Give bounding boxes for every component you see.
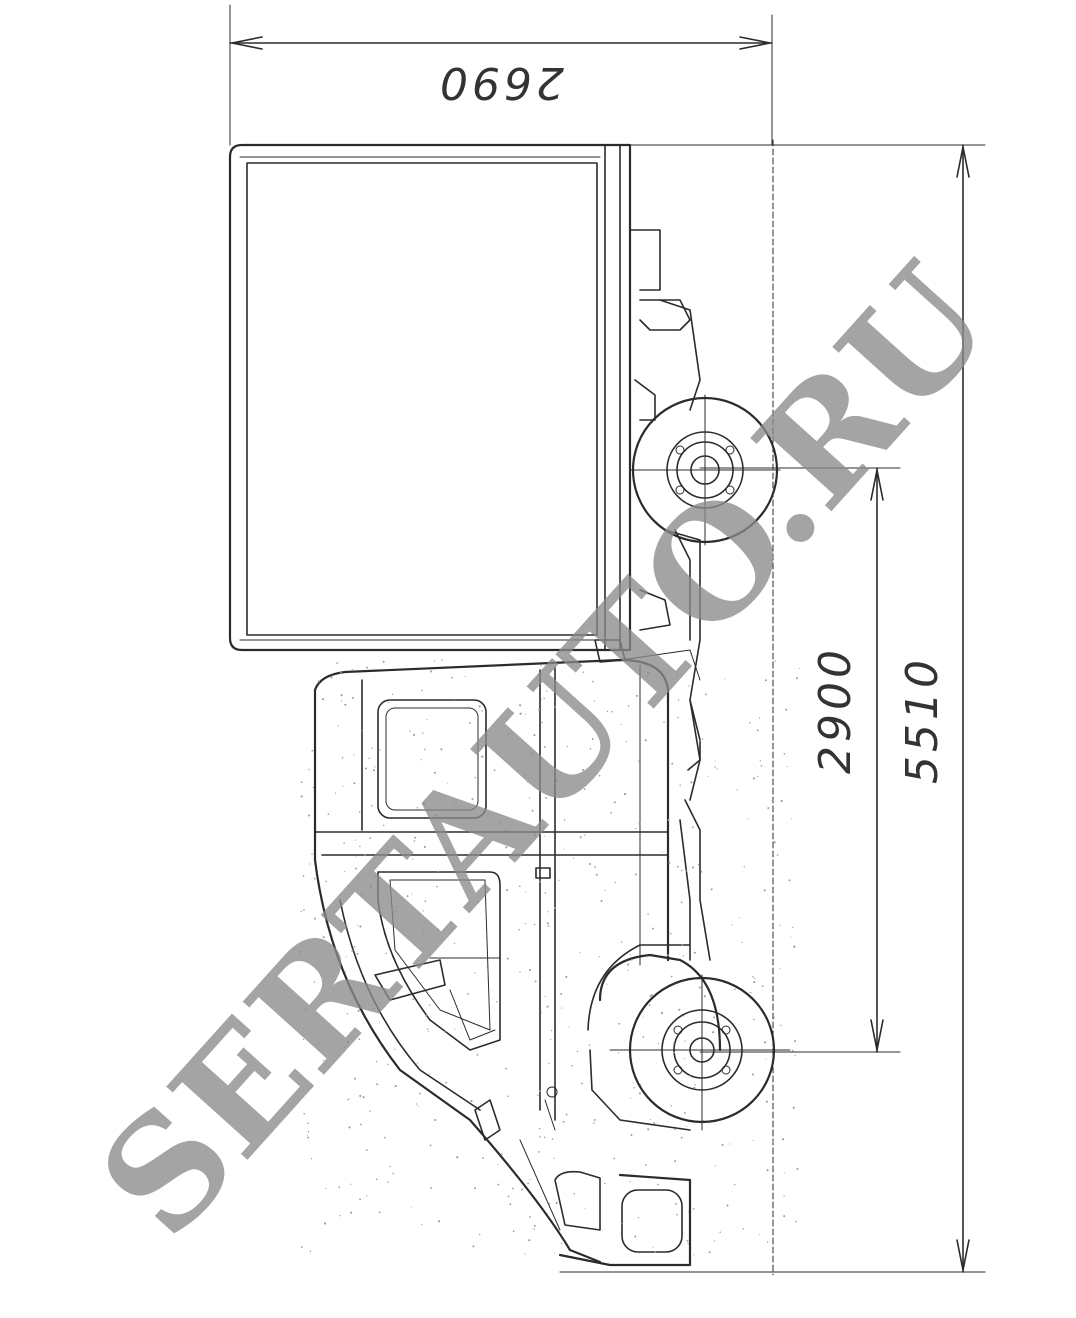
overall-length-label: 5510 [897, 656, 948, 784]
scan-speckle [299, 659, 800, 1256]
body-length-dimension: 2690 [229, 4, 773, 146]
wheelbase-dimension: 2900 [699, 467, 901, 1053]
chassis-frame [594, 229, 711, 961]
cargo-body [228, 143, 632, 652]
body-length-label: 2690 [436, 57, 564, 108]
front-wheel [609, 974, 791, 1131]
overall-length-dimension: 5510 [559, 144, 986, 1273]
wheelbase-label: 2900 [810, 646, 861, 774]
rear-wheel [629, 394, 781, 546]
watermark-text: SERTAUTO.RU [66, 233, 1024, 1270]
